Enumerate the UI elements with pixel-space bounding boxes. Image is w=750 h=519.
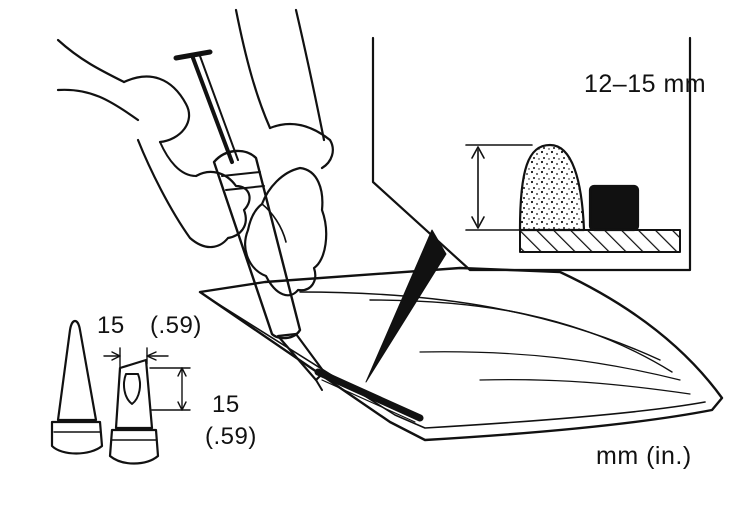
left-arm-glove [56, 38, 251, 249]
units-note-label: mm (in.) [596, 442, 692, 470]
nozzle-height-in-label: (.59) [205, 423, 257, 450]
sealer-nozzle-uncut-icon [50, 319, 104, 455]
windshield-glass [198, 266, 724, 442]
nozzle-width-in-label: (.59) [150, 312, 202, 339]
nozzle-height-mm-label: 15 [212, 391, 240, 418]
right-arm-glove [234, 8, 334, 297]
bead-height-label: 12–15 mm [584, 70, 707, 98]
nozzle-dimension-lines [103, 347, 191, 411]
nozzle-width-mm-label: 15 [97, 312, 125, 339]
sealer-nozzle-cut-icon [108, 358, 160, 465]
callout-magnifier [365, 36, 692, 383]
sealer-bead-on-glass [314, 368, 424, 423]
bead-cross-section [465, 143, 681, 253]
